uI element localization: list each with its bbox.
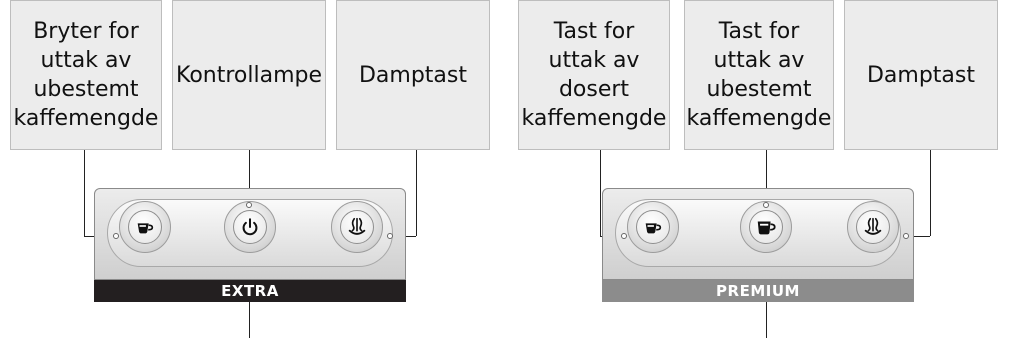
premium-panel-diagram: Tast for uttak av dosert kaffemengde Tas… (518, 0, 998, 338)
premium-free-coffee-button[interactable] (740, 201, 792, 253)
premium-dosed-coffee-button[interactable] (627, 201, 679, 253)
premium-control-panel (602, 188, 914, 280)
extra-label-middle: Kontrollampe (172, 0, 326, 150)
extra-steam-button[interactable] (331, 201, 383, 253)
premium-pointer-dot-middle (763, 202, 769, 208)
premium-connector-left (600, 150, 601, 236)
extra-pointer-dot-right (387, 233, 393, 239)
steam-icon (346, 216, 368, 238)
extra-pointer-dot-left (113, 233, 119, 239)
premium-steam-button[interactable] (847, 201, 899, 253)
premium-pointer-dot-right (903, 233, 909, 239)
extra-power-indicator (224, 201, 276, 253)
premium-label-right: Damptast (844, 0, 998, 150)
extra-pointer-dot-middle (246, 202, 252, 208)
coffee-cup-icon (134, 216, 156, 238)
extra-connector-bottom (249, 302, 250, 338)
premium-label-middle: Tast for uttak av ubestemt kaffemengde (684, 0, 834, 150)
premium-connector-middle (766, 150, 767, 204)
premium-connector-right-h (908, 236, 930, 237)
extra-model-name: EXTRA (94, 280, 406, 302)
extra-connector-right (416, 150, 417, 236)
premium-connector-bottom (766, 302, 767, 338)
extra-connector-left (84, 150, 85, 236)
premium-model-name: PREMIUM (602, 280, 914, 302)
power-icon (239, 216, 261, 238)
extra-label-right: Damptast (336, 0, 490, 150)
extra-panel-diagram: Bryter for uttak av ubestemt kaffemengde… (10, 0, 490, 338)
extra-label-left: Bryter for uttak av ubestemt kaffemengde (10, 0, 162, 150)
steam-icon (862, 216, 884, 238)
extra-coffee-button[interactable] (119, 201, 171, 253)
premium-label-left: Tast for uttak av dosert kaffemengde (518, 0, 670, 150)
extra-connector-middle (249, 150, 250, 204)
premium-pointer-dot-left (621, 233, 627, 239)
premium-connector-right (930, 150, 931, 236)
coffee-cup-icon (642, 216, 664, 238)
coffee-mug-icon (755, 216, 777, 238)
